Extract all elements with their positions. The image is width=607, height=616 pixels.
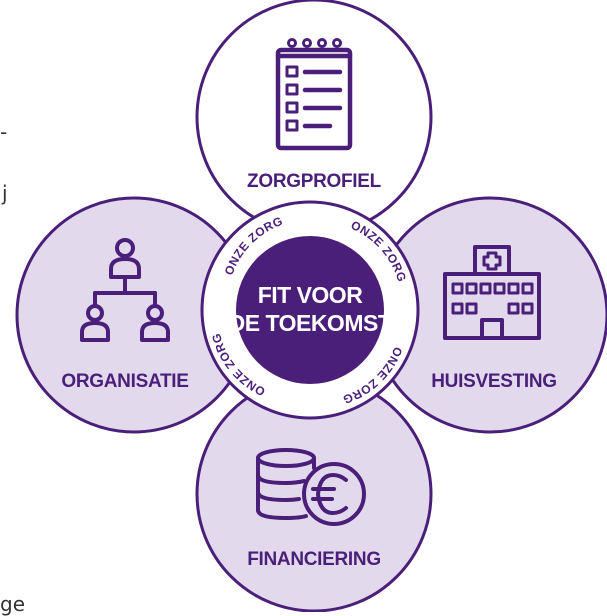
petal-label-financiering: FINANCIERING: [247, 549, 381, 570]
margin-fragment-dash: -: [0, 120, 8, 144]
center-title-line-1: FIT VOOR: [258, 282, 364, 308]
petal-label-zorgprofiel: ZORGPROFIEL: [247, 171, 382, 192]
center-hub: ONZE ZORG ONZE ZORG ONZE ZORG ONZE ZORG …: [200, 200, 420, 420]
petal-organisatie: ORGANISATIE: [15, 196, 253, 434]
org-chart-icon: [80, 238, 170, 342]
petal-label-huisvesting: HUISVESTING: [431, 371, 557, 392]
margin-fragment-j: j: [2, 181, 8, 205]
petal-label-organisatie: ORGANISATIE: [61, 371, 188, 392]
center-title-line-2: DE TOEKOMST: [229, 310, 392, 336]
hospital-icon: [443, 245, 541, 340]
petal-huisvesting: HUISVESTING: [371, 196, 607, 434]
margin-fragment-ge: ge: [0, 592, 25, 616]
coins-euro-icon: [256, 448, 366, 526]
petal-zorgprofiel: ZORGPROFIEL: [195, 0, 433, 236]
clipboard-list-icon: [275, 38, 353, 151]
